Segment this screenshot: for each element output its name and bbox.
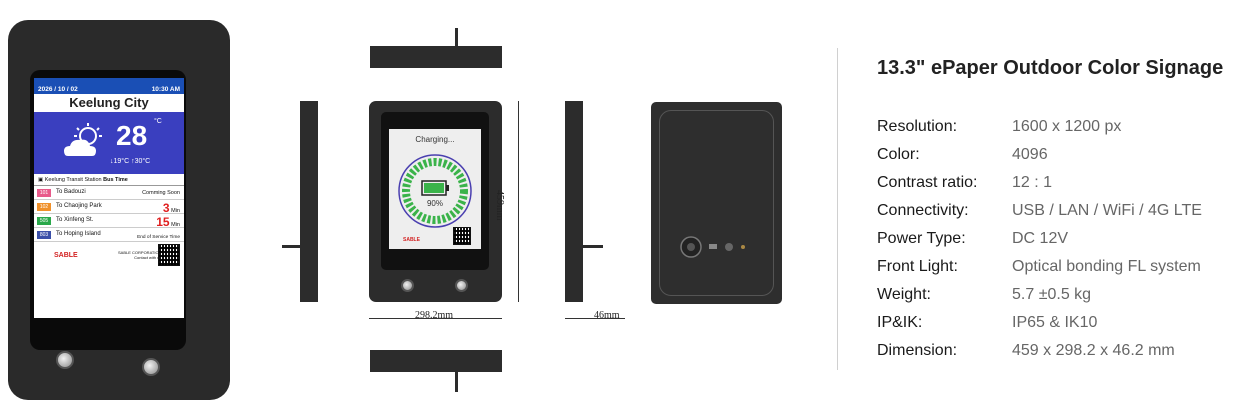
bottom-view	[370, 350, 502, 372]
bus-station: Keelung Transit Station	[44, 177, 102, 183]
device-button-left	[56, 351, 74, 369]
current-temperature: 28	[116, 120, 148, 151]
spec-key: Weight:	[877, 286, 931, 303]
spec-row: Contrast ratio: 12 : 1	[877, 169, 1052, 197]
spec-row: Connectivity: USB / LAN / WiFi / 4G LTE	[877, 197, 1202, 225]
back-panel	[659, 110, 774, 296]
spec-value: 459 x 298.2 x 46.2 mm	[1012, 342, 1175, 359]
width-dimension-label: 298.2mm	[415, 310, 454, 321]
spec-row: Power Type: DC 12V	[877, 225, 1068, 253]
bus-header: ▣ Keelung Transit Station Bus Time	[34, 174, 184, 186]
spec-row: Resolution: 1600 x 1200 px	[877, 113, 1121, 141]
width-dimension-line	[369, 318, 502, 319]
route-eta: 3 Min	[163, 201, 180, 215]
route-number: 505	[37, 217, 51, 225]
depth-dimension-line	[565, 318, 625, 319]
route-number: 803	[37, 231, 51, 239]
spec-row: Color: 4096	[877, 141, 1048, 169]
height-dimension-line	[518, 101, 519, 302]
brand-logo: SABLE	[54, 252, 78, 259]
battery-ring-icon	[398, 154, 472, 228]
route-number: 101	[37, 189, 51, 197]
front-qr-code	[453, 227, 471, 245]
route-eta: End of Service Time	[137, 235, 180, 240]
spec-value: 12 : 1	[1012, 174, 1053, 191]
spec-key: Connectivity:	[877, 202, 969, 219]
front-button-left	[401, 279, 414, 292]
sun-cloud-icon	[64, 123, 102, 156]
route-eta: 15 Min	[156, 215, 180, 229]
bottom-antenna	[455, 370, 458, 392]
spec-row: Dimension: 459 x 298.2 x 46.2 mm	[877, 337, 1175, 365]
screen-status-bar: 2026 / 10 / 02 10:30 AM	[34, 78, 184, 94]
top-view	[370, 46, 502, 68]
route-row: 102 To Chaojing Park 3 Min	[34, 200, 184, 215]
spec-key: IP&IK:	[877, 314, 923, 331]
spec-key: Resolution:	[877, 118, 958, 135]
front-brand-logo: SABLE	[403, 237, 420, 243]
spec-value: IP65 & IK10	[1012, 314, 1098, 331]
temperature-unit: °C	[154, 118, 162, 125]
spec-row: Front Light: Optical bonding FL system	[877, 253, 1201, 281]
route-row: 803 To Hoping Island End of Service Time	[34, 228, 184, 242]
bus-time-label: Bus Time	[103, 177, 128, 183]
corp-name: SABLE CORPORATION	[118, 250, 162, 255]
spec-value: Optical bonding FL system	[1012, 258, 1201, 275]
left-side-connector	[282, 245, 300, 248]
corp-contact: Contact with us	[134, 255, 162, 260]
route-eta-unit: Min	[171, 208, 180, 214]
route-number: 102	[37, 203, 51, 211]
spec-value: DC 12V	[1012, 230, 1069, 247]
spec-list: Resolution: 1600 x 1200 px Color: 4096 Con…	[877, 113, 1202, 365]
battery-percent: 90%	[426, 199, 443, 208]
device-button-right	[142, 358, 160, 376]
screen-date: 2026 / 10 / 02	[38, 86, 78, 93]
connector-ports-icon	[680, 236, 745, 258]
route-destination: To Badouzi	[56, 189, 86, 195]
route-eta: Comming Soon	[142, 190, 180, 196]
corp-info: SABLE CORPORATION Contact with us	[118, 250, 162, 260]
screen-city: Keelung City	[69, 95, 149, 110]
screen-footer: SABLE SABLE CORPORATION Contact with us	[34, 242, 184, 272]
spec-title: 13.3" ePaper Outdoor Color Signage	[877, 57, 1224, 79]
back-view	[651, 102, 782, 304]
temperature-range: ↓19°C ↑30°C	[110, 158, 151, 165]
front-button-right	[455, 279, 468, 292]
right-side-connector	[583, 245, 603, 248]
weather-panel: 28 °C ↓19°C ↑30°C	[34, 112, 184, 174]
route-destination: To Hoping Island	[56, 231, 101, 237]
spec-row: Weight: 5.7 ±0.5 kg	[877, 281, 1091, 309]
spec-value: 1600 x 1200 px	[1012, 118, 1122, 135]
spec-value: 5.7 ±0.5 kg	[1012, 286, 1092, 303]
bus-icon: ▣	[38, 177, 44, 183]
screen-time: 10:30 AM	[151, 86, 180, 93]
depth-dimension-label: 46mm	[594, 310, 620, 321]
front-view: Charging... 90% SABLE	[369, 101, 502, 302]
spec-value: USB / LAN / WiFi / 4G LTE	[1012, 202, 1202, 219]
route-row: 101 To Badouzi Comming Soon	[34, 186, 184, 200]
section-divider	[837, 48, 838, 370]
signage-device-photo: 2026 / 10 / 02 10:30 AM Keelung City 28 …	[8, 20, 230, 400]
route-eta-unit: Min	[171, 222, 180, 228]
right-side-view	[565, 101, 583, 302]
left-side-view	[300, 101, 318, 302]
spec-key: Power Type:	[877, 230, 966, 247]
spec-key: Color:	[877, 146, 920, 163]
spec-value: 4096	[1012, 146, 1048, 163]
spec-key: Front Light:	[877, 258, 958, 275]
route-eta-value: 3	[162, 201, 170, 215]
route-eta-value: 15	[156, 215, 170, 229]
route-destination: To Chaojing Park	[56, 203, 102, 209]
device-screen: 2026 / 10 / 02 10:30 AM Keelung City 28 …	[34, 78, 184, 318]
route-destination: To Xinfeng St.	[56, 217, 94, 223]
spec-key: Dimension:	[877, 342, 958, 359]
spec-key: Contrast ratio:	[877, 174, 978, 191]
spec-row: IP&IK: IP65 & IK10	[877, 309, 1097, 337]
route-row: 505 To Xinfeng St. 15 Min	[34, 214, 184, 229]
qr-code	[158, 244, 180, 266]
charging-label: Charging...	[415, 135, 455, 144]
top-antenna	[455, 28, 458, 48]
height-dimension-label: 459mm	[494, 190, 505, 221]
